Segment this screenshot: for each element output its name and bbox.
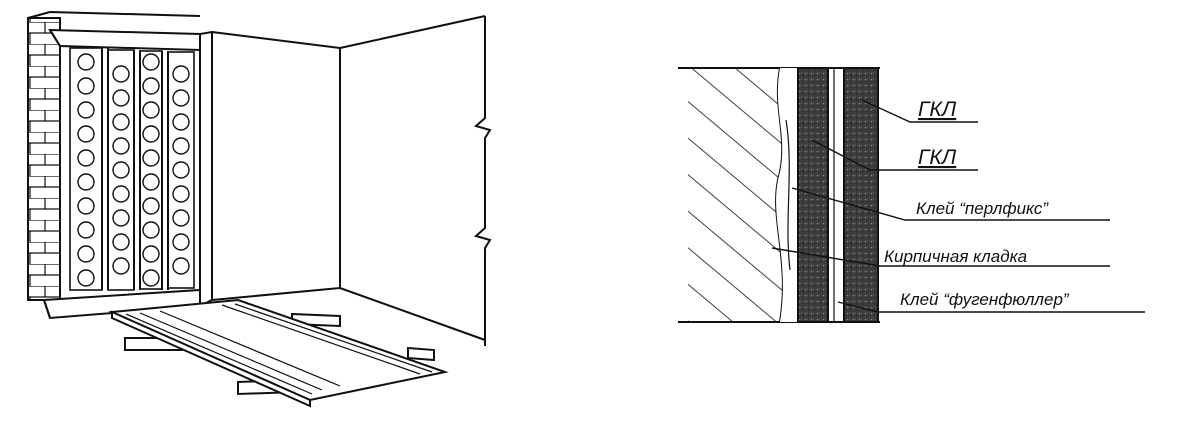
glue-dab xyxy=(77,77,95,95)
label-gkl-inner: ГКЛ xyxy=(918,146,957,169)
brickwork-section xyxy=(688,68,783,322)
glue-dab xyxy=(172,89,190,107)
vertical-strips xyxy=(101,48,169,290)
glue-dab xyxy=(172,257,190,275)
glue-dab xyxy=(172,233,190,251)
installed-board xyxy=(199,30,213,308)
glue-dab xyxy=(142,101,160,119)
glue-dab xyxy=(142,197,160,215)
glue-dab xyxy=(142,245,160,263)
glue-dab xyxy=(112,185,130,203)
glue-dab xyxy=(142,269,160,287)
glue-dab xyxy=(77,245,95,263)
fugenfuller-glue-layer xyxy=(827,67,845,323)
glue-dab xyxy=(77,101,95,119)
glue-dab xyxy=(142,149,160,167)
glue-dab xyxy=(172,161,190,179)
top-beam xyxy=(48,28,201,52)
cross-section xyxy=(678,67,1145,323)
glue-dab xyxy=(112,89,130,107)
brick-wall xyxy=(27,17,61,301)
break-line xyxy=(473,16,492,346)
glue-dab xyxy=(77,125,95,143)
glue-dab xyxy=(172,137,190,155)
glue-dab xyxy=(112,113,130,131)
glue-dab xyxy=(112,233,130,251)
label-glue-perlfix: Клей “перлфикс” xyxy=(916,199,1049,218)
glue-dab xyxy=(142,77,160,95)
glue-dab xyxy=(77,221,95,239)
glue-dab xyxy=(172,209,190,227)
glue-dab xyxy=(112,161,130,179)
glue-dab xyxy=(77,149,95,167)
glue-dab xyxy=(172,65,190,83)
label-brickwork: Кирпичная кладка xyxy=(884,247,1027,266)
glue-dab xyxy=(112,65,130,83)
leader-lines xyxy=(771,99,1145,313)
floor-board xyxy=(108,298,449,408)
glue-dab xyxy=(172,113,190,131)
label-glue-fugenfuller: Клей “фугенфюллер” xyxy=(900,290,1070,309)
perspective-view xyxy=(27,11,492,408)
gkl-inner-board xyxy=(797,67,829,323)
glue-dab xyxy=(142,125,160,143)
perlfix-glue-layer xyxy=(776,68,798,322)
gkl-outer-board xyxy=(843,67,879,323)
glue-dab xyxy=(77,173,95,191)
glue-dab xyxy=(142,53,160,71)
glue-dab xyxy=(77,53,95,71)
glue-dab xyxy=(77,269,95,287)
glue-dab xyxy=(112,257,130,275)
label-gkl-outer: ГКЛ xyxy=(918,98,957,121)
glue-dab xyxy=(112,137,130,155)
glue-dab xyxy=(172,185,190,203)
glue-dab xyxy=(142,221,160,239)
glue-dab xyxy=(77,197,95,215)
glue-dab xyxy=(142,173,160,191)
glue-dab xyxy=(112,209,130,227)
glue-dabs xyxy=(69,47,195,291)
